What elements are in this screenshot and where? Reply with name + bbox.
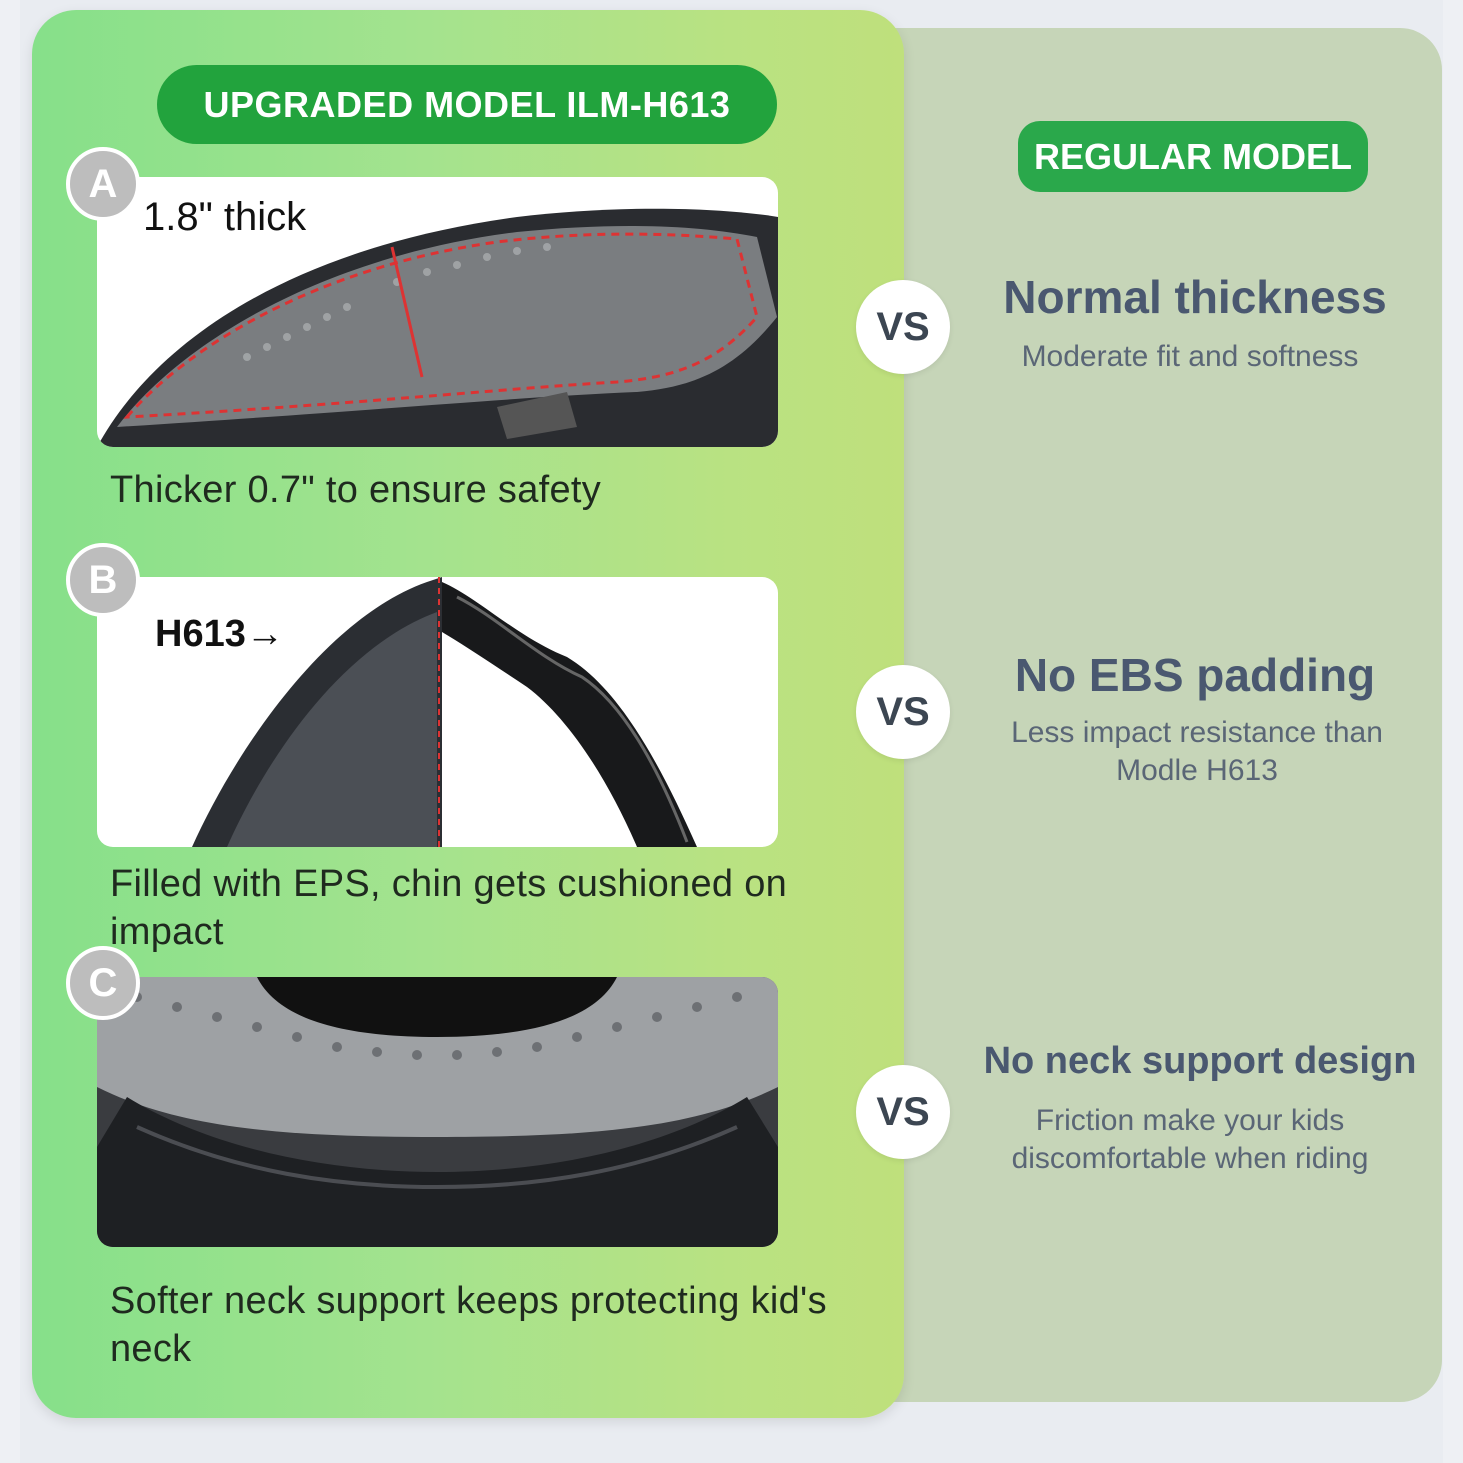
regular-item-2-subtitle: Less impact resistance than Modle H613 [1011,716,1383,787]
feature-b-caption: Filled with EPS, chin gets cushioned on … [110,863,788,953]
feature-b-h613-label: H613→ [155,613,284,655]
regular-item-2-title: No EBS padding [1014,649,1376,701]
vs-badge-1: VS [856,280,950,374]
feature-a-caption: Thicker 0.7" to ensure safety [110,469,602,511]
feature-c-caption: Softer neck support keeps protecting kid… [110,1280,827,1370]
vs-badge-2: VS [856,665,950,759]
regular-item-3-subtitle: Friction make your kids discomfortable w… [1011,1104,1369,1175]
feature-c-badge: C [66,946,140,1020]
feature-b-photo: H613→ [97,577,778,847]
feature-a-photo: 1.8" thick [97,177,778,447]
feature-c-photo [97,977,778,1247]
regular-model-title: REGULAR MODEL [1018,121,1368,192]
regular-item-1-subtitle: Moderate fit and softness [1021,340,1359,373]
feature-a-thickness-label: 1.8" thick [143,195,307,239]
vs-badge-3: VS [856,1065,950,1159]
upgraded-model-title: UPGRADED MODEL ILM-H613 [157,65,777,144]
regular-item-1-title: Normal thickness [1003,271,1387,323]
regular-item-3-title: No neck support design [983,1040,1417,1082]
feature-b-badge: B [66,543,140,617]
feature-a-badge: A [66,147,140,221]
